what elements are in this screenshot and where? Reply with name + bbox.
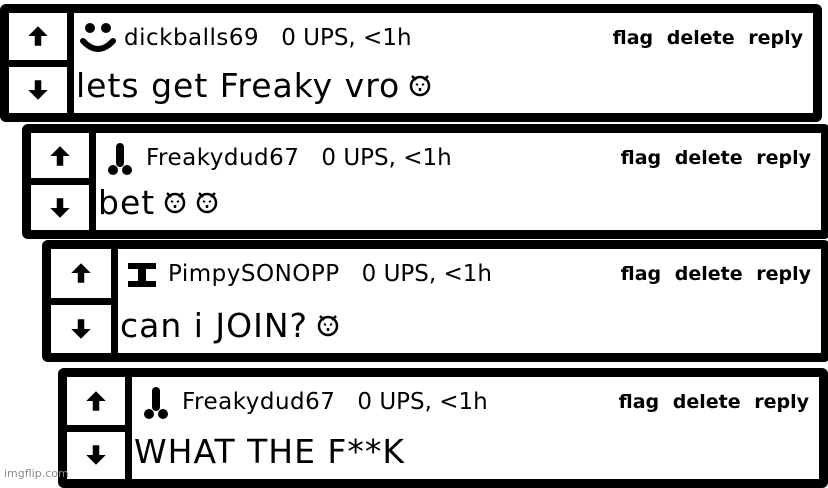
- arrow-up-icon: [71, 263, 91, 283]
- delete-link[interactable]: delete: [672, 391, 741, 413]
- delete-link[interactable]: delete: [674, 147, 743, 169]
- reply-link[interactable]: reply: [756, 263, 811, 285]
- comment-text-row: WHAT THE F**K: [134, 427, 809, 475]
- upvote-button[interactable]: [31, 133, 89, 178]
- comment-actions: flag delete reply: [612, 391, 809, 413]
- vote-column: [9, 13, 74, 113]
- comment-header: PimpySONOPP 0 UPS, <1h flag delete reply: [118, 253, 821, 295]
- phallic-doodle-icon: [108, 143, 132, 175]
- vote-column: [51, 249, 118, 353]
- devil-emoji-icon: [164, 192, 186, 214]
- comment-text: bet: [98, 182, 156, 222]
- vote-column: [67, 377, 132, 479]
- flag-link[interactable]: flag: [612, 27, 654, 49]
- smiley-face-icon: [80, 23, 116, 52]
- vote-column: [31, 133, 96, 230]
- upvote-meta: 0 UPS, <1h: [281, 25, 412, 51]
- devil-emoji-icon: [409, 75, 431, 97]
- downvote-button[interactable]: [9, 59, 67, 114]
- arrow-down-icon: [71, 319, 91, 339]
- comment-header: Freakydud67 0 UPS, <1h flag delete reply: [132, 381, 819, 423]
- upvote-button[interactable]: [67, 377, 125, 425]
- username[interactable]: Freakydud67: [146, 145, 300, 171]
- upvote-meta: 0 UPS, <1h: [357, 389, 488, 415]
- upvote-meta: 0 UPS, <1h: [321, 145, 452, 171]
- upvote-button[interactable]: [9, 13, 67, 60]
- arrow-down-icon: [50, 197, 70, 218]
- arrow-down-icon: [86, 445, 106, 465]
- comment-text-row: can i JOIN?: [120, 301, 811, 349]
- delete-link[interactable]: delete: [674, 263, 743, 285]
- reply-link[interactable]: reply: [754, 391, 809, 413]
- flag-link[interactable]: flag: [620, 263, 662, 285]
- delete-link[interactable]: delete: [666, 27, 735, 49]
- comment-header: dickballs69 0 UPS, <1h flag delete reply: [74, 17, 813, 59]
- bar-doodle-icon: [128, 263, 156, 287]
- upvote-meta: 0 UPS, <1h: [361, 261, 492, 287]
- comment-actions: flag delete reply: [606, 27, 803, 49]
- downvote-button[interactable]: [51, 297, 111, 354]
- downvote-button[interactable]: [67, 424, 125, 480]
- upvote-button[interactable]: [51, 249, 111, 298]
- devil-emoji-icon: [196, 192, 218, 214]
- comment-text-row: bet: [98, 178, 811, 226]
- comment-text: lets get Freaky vro: [76, 65, 401, 105]
- phallic-doodle-icon: [144, 387, 168, 419]
- username[interactable]: Freakydud67: [182, 389, 336, 415]
- arrow-down-icon: [28, 80, 48, 100]
- comment-card: PimpySONOPP 0 UPS, <1h flag delete reply…: [42, 240, 828, 362]
- flag-link[interactable]: flag: [620, 147, 662, 169]
- devil-emoji-icon: [317, 315, 339, 337]
- comment-header: Freakydud67 0 UPS, <1h flag delete reply: [96, 137, 821, 179]
- comment-card: dickballs69 0 UPS, <1h flag delete reply…: [0, 4, 822, 122]
- imgflip-watermark: imgflip.com: [4, 467, 69, 480]
- reply-link[interactable]: reply: [748, 27, 803, 49]
- reply-link[interactable]: reply: [756, 147, 811, 169]
- comment-actions: flag delete reply: [614, 147, 811, 169]
- comment-text: WHAT THE F**K: [134, 431, 406, 471]
- username[interactable]: dickballs69: [124, 25, 260, 51]
- comment-card: Freakydud67 0 UPS, <1h flag delete reply…: [58, 368, 828, 488]
- comment-actions: flag delete reply: [614, 263, 811, 285]
- downvote-button[interactable]: [31, 178, 89, 230]
- username[interactable]: PimpySONOPP: [168, 261, 340, 287]
- flag-link[interactable]: flag: [618, 391, 660, 413]
- comment-card: Freakydud67 0 UPS, <1h flag delete reply…: [22, 124, 828, 239]
- arrow-up-icon: [50, 145, 70, 166]
- arrow-up-icon: [28, 26, 48, 46]
- arrow-up-icon: [86, 391, 106, 411]
- comment-text: can i JOIN?: [120, 305, 309, 345]
- comment-text-row: lets get Freaky vro: [76, 61, 803, 109]
